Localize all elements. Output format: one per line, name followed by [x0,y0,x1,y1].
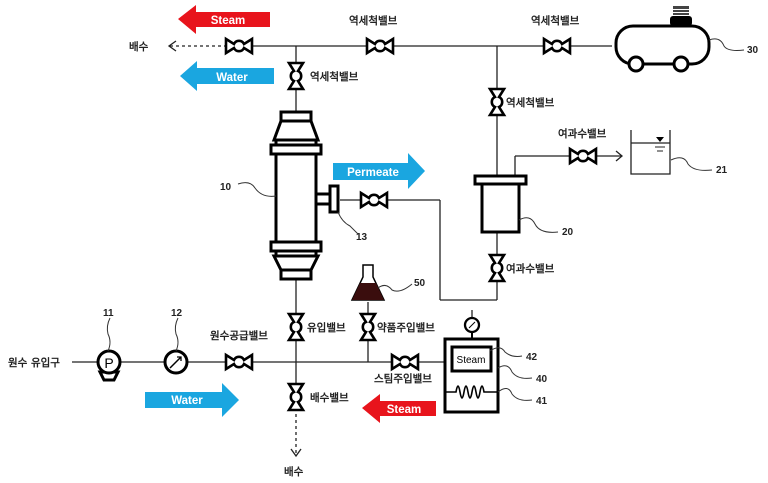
raw-supply-valve-label: 원수공급밸브 [210,329,268,342]
raw-supply-valve[interactable] [224,353,254,371]
ref-11: 11 [103,308,114,319]
ref-50: 50 [414,278,426,289]
svg-text:Steam: Steam [211,15,246,27]
ref-21: 21 [716,165,728,176]
drain-valve-bottom[interactable] [287,382,305,412]
svg-text:Water: Water [171,395,203,407]
steam-injection-valve-label: 스팀주입밸브 [374,372,432,385]
svg-text:Steam: Steam [387,404,422,416]
raw-water-inlet-label: 원수 유입구 [8,356,60,369]
drain-valve-top[interactable] [224,37,254,55]
svg-text:Permeate: Permeate [347,167,399,179]
svg-text:P: P [104,355,113,371]
chemical-injection-valve-label: 약품주입밸브 [377,321,435,334]
permeate-valve[interactable] [359,191,389,209]
pump: P [96,349,122,382]
filtrate-valve-bottom[interactable] [488,253,506,283]
filtrate-valve-label-1: 여과수밸브 [558,127,607,140]
drain-label-bottom: 배수 [284,465,304,478]
svg-text:Steam: Steam [457,355,486,366]
water-arrow-top: Water [180,61,274,91]
ref-40: 40 [536,374,548,385]
filtrate-valve-tank[interactable] [568,147,598,165]
filtrate-valve-label-2: 여과수밸브 [506,262,555,275]
steam-injection-valve[interactable] [390,353,420,371]
backwash-valve-label-1: 역세척밸브 [349,14,398,27]
inlet-valve-label: 유입밸브 [307,321,346,334]
backwash-valve-top-right[interactable] [542,37,572,55]
pressure-gauge [163,349,189,375]
backwash-valve-label-3: 역세척밸브 [310,70,359,83]
inlet-valve[interactable] [287,312,305,342]
ref-20: 20 [562,227,574,238]
steam-arrow-top: Steam [178,5,270,34]
ref-12: 12 [171,308,183,319]
ref-30: 30 [747,45,759,56]
chemical-flask [350,264,386,301]
compressor [614,6,711,73]
ref-41: 41 [536,396,548,407]
chemical-injection-valve[interactable] [359,312,377,342]
leader-lines [106,38,745,401]
backwash-valve-label-2: 역세척밸브 [531,14,580,27]
labels: 배수 역세척밸브 역세척밸브 역세척밸브 역세척밸브 여과수밸브 여과수밸브 원… [8,14,607,478]
backwash-valve-top-mid[interactable] [365,37,395,55]
backwash-valve-filter[interactable] [488,87,506,117]
svg-text:Water: Water [216,72,248,84]
drain-label-top: 배수 [129,40,149,53]
steam-generator: Steam [443,316,500,414]
reference-numbers: 10 11 12 13 20 21 30 40 41 42 50 [103,45,759,407]
backwash-valve-label-4: 역세척밸브 [506,96,555,109]
steam-arrow-bottom: Steam [362,394,436,423]
ref-10: 10 [220,182,232,193]
water-arrow-bottom: Water [145,383,239,417]
ref-13: 13 [356,232,368,243]
permeate-arrow: Permeate [333,153,425,189]
filtrate-tank [630,130,671,175]
filter-vessel [473,174,528,234]
drain-valve-label: 배수밸브 [310,391,349,404]
ref-42: 42 [526,352,538,363]
membrane-module [269,110,340,281]
backwash-valve-module[interactable] [287,61,305,91]
